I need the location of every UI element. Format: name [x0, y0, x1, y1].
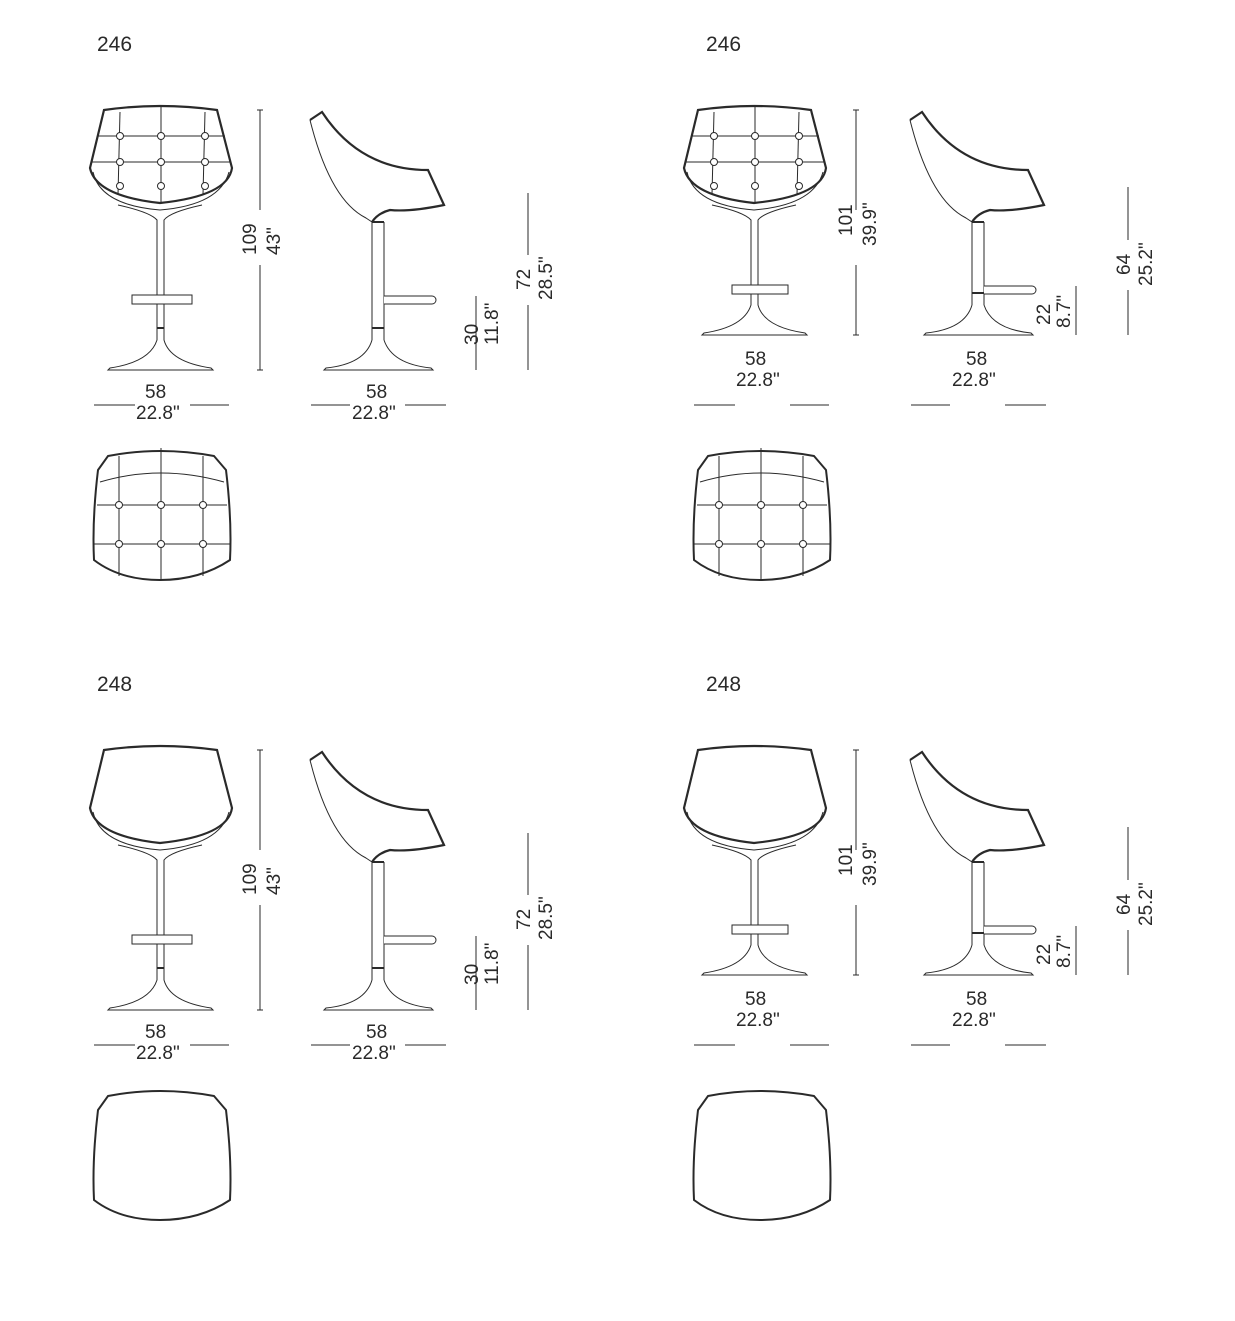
total-height-in: 43"	[264, 867, 285, 895]
seat-height-cm: 72	[514, 909, 535, 930]
side-width-in: 22.8"	[352, 1043, 396, 1064]
total-height-in: 39.9"	[860, 202, 881, 246]
dimension-annotations: 101 39.9" 58 22.8" 58 22.8" 22 8.7" 64 2…	[694, 749, 1157, 1046]
tufting-lines	[694, 448, 830, 580]
stool-panel-248-low: 248	[610, 640, 1210, 1260]
seat-height-in: 28.5"	[536, 256, 557, 300]
footrest-height-cm: 22	[1034, 304, 1055, 325]
footrest-height-in: 8.7"	[1054, 935, 1075, 968]
stool-drawing: 109 43" 58 22.8" 58 22.8" 30 11.8" 72 28…	[88, 104, 557, 582]
front-width-cm: 58	[745, 989, 766, 1010]
dimension-annotations: 109 43" 58 22.8" 58 22.8" 30 11.8" 72 28…	[94, 109, 557, 424]
footrest-height-in: 11.8"	[482, 943, 503, 985]
front-width-in: 22.8"	[136, 1043, 180, 1064]
total-height-cm: 101	[836, 844, 857, 876]
seat-height-in: 25.2"	[1136, 242, 1157, 286]
front-width-in: 22.8"	[736, 1010, 780, 1031]
side-width-cm: 58	[966, 989, 987, 1010]
side-view	[909, 750, 1046, 976]
tufting-lines	[92, 106, 230, 203]
front-view	[88, 744, 234, 1011]
dimension-annotations: 109 43" 58 22.8" 58 22.8" 30 11.8" 72 28…	[94, 749, 557, 1064]
total-height-cm: 109	[240, 223, 261, 255]
front-width-cm: 58	[145, 1022, 166, 1043]
footrest-height-in: 8.7"	[1054, 295, 1075, 328]
seat-height-in: 28.5"	[536, 896, 557, 940]
side-width-in: 22.8"	[352, 403, 396, 424]
model-number: 248	[706, 673, 742, 696]
total-height-in: 43"	[264, 227, 285, 255]
seat-height-cm: 72	[514, 269, 535, 290]
model-number: 248	[97, 673, 133, 696]
side-width-in: 22.8"	[952, 1010, 996, 1031]
side-width-cm: 58	[366, 382, 387, 403]
front-width-cm: 58	[745, 349, 766, 370]
dimension-annotations: 101 39.9" 58 22.8" 58 22.8" 22 8.7" 64 2…	[694, 109, 1157, 406]
side-width-in: 22.8"	[952, 370, 996, 391]
stool-drawing: 101 39.9" 58 22.8" 58 22.8" 22 8.7" 64 2…	[682, 104, 1157, 582]
seat-height-in: 25.2"	[1136, 882, 1157, 926]
stool-panel-246-low: 246	[610, 0, 1210, 620]
side-view	[309, 110, 446, 371]
stool-panel-246-high: 246	[0, 0, 600, 620]
front-view	[682, 744, 828, 976]
tufting-lines	[686, 106, 824, 203]
top-view	[92, 1090, 232, 1222]
front-width-in: 22.8"	[736, 370, 780, 391]
side-width-cm: 58	[366, 1022, 387, 1043]
seat-height-cm: 64	[1114, 253, 1135, 275]
top-view	[692, 448, 832, 582]
stool-panel-248-high: 248	[0, 640, 600, 1260]
footrest-height-cm: 22	[1034, 944, 1055, 965]
footrest-height-cm: 30	[462, 964, 483, 985]
stool-drawing: 109 43" 58 22.8" 58 22.8" 30 11.8" 72 28…	[88, 744, 557, 1222]
front-view	[682, 104, 828, 336]
total-height-in: 39.9"	[860, 842, 881, 886]
seat-height-cm: 64	[1114, 893, 1135, 915]
total-height-cm: 109	[240, 863, 261, 895]
top-view	[692, 1090, 832, 1222]
front-width-in: 22.8"	[136, 403, 180, 424]
footrest-height-cm: 30	[462, 324, 483, 345]
side-view	[309, 750, 446, 1011]
top-view	[92, 448, 232, 582]
front-view	[88, 104, 234, 371]
side-width-cm: 58	[966, 349, 987, 370]
stool-drawing: 101 39.9" 58 22.8" 58 22.8" 22 8.7" 64 2…	[682, 744, 1157, 1222]
model-number: 246	[97, 33, 133, 56]
total-height-cm: 101	[836, 204, 857, 236]
tufting-lines	[94, 448, 230, 580]
side-view	[909, 110, 1046, 336]
front-width-cm: 58	[145, 382, 166, 403]
model-number: 246	[706, 33, 742, 56]
footrest-height-in: 11.8"	[482, 303, 503, 345]
